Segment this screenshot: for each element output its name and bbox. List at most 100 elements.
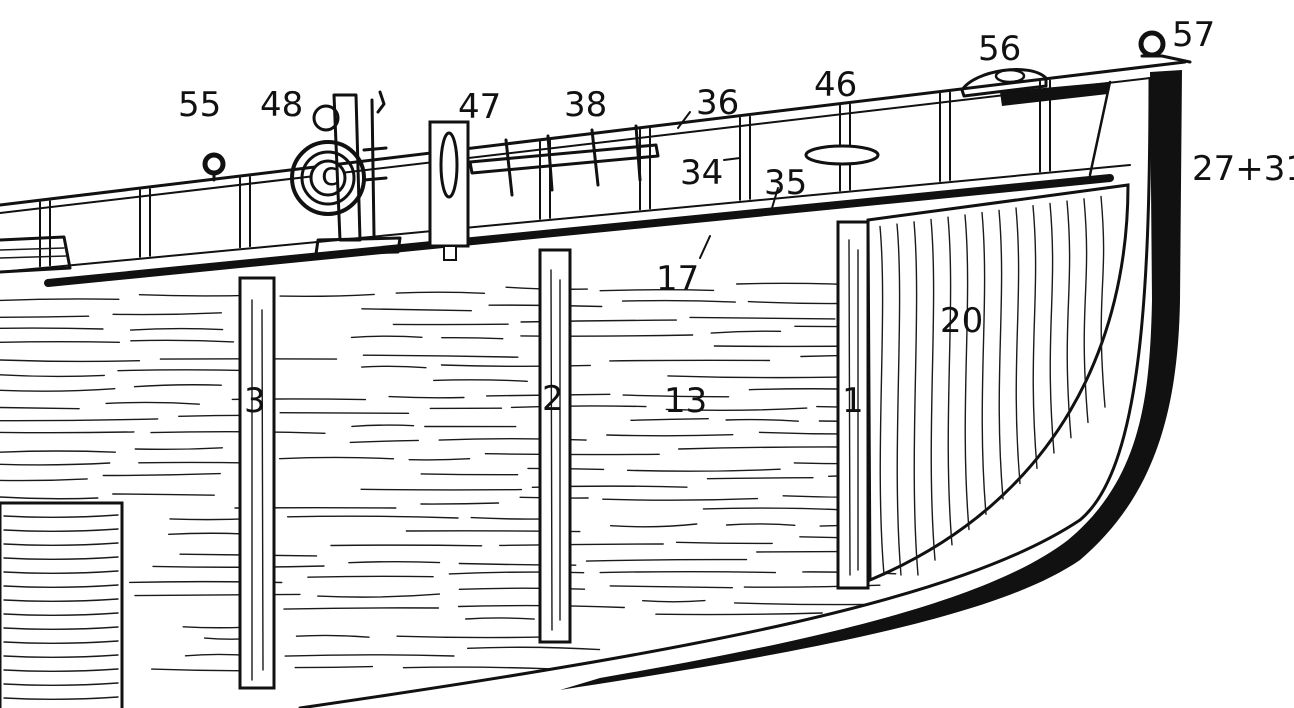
grain-line (279, 293, 375, 298)
grain-line (602, 497, 759, 501)
label-57: 57 (1172, 15, 1215, 55)
grain-line (0, 418, 159, 422)
grain-line (622, 394, 730, 398)
grain-line (630, 418, 709, 421)
grain-line (913, 221, 919, 576)
label-46: 46 (814, 65, 857, 105)
label-55: 55 (178, 85, 221, 125)
grain-line (3, 640, 119, 644)
grain-line (283, 607, 440, 610)
grain-line (947, 216, 953, 546)
grain-line (362, 354, 519, 358)
grain-line (133, 384, 222, 388)
grain-line (182, 626, 245, 629)
grain-line (317, 593, 441, 598)
grain-line (642, 599, 706, 603)
grain-line (3, 612, 119, 616)
grain-line (609, 585, 733, 589)
pin-rail-38 (468, 124, 660, 197)
label-47: 47 (458, 87, 501, 127)
grain-line (1015, 207, 1021, 485)
label-20: 20 (940, 301, 983, 341)
grain-line (420, 502, 500, 505)
grain-line (0, 450, 116, 453)
grain-line (1049, 202, 1055, 454)
grain-line (134, 447, 223, 451)
grain-line (964, 214, 970, 531)
grain-line (3, 542, 119, 546)
grain-line (747, 300, 842, 305)
grain-line (1032, 205, 1038, 469)
grain-line (621, 299, 736, 303)
grain-line (484, 453, 660, 456)
grain-line (606, 434, 734, 437)
grain-line (1100, 195, 1106, 408)
grain-line (470, 516, 547, 520)
label-38: 38 (564, 85, 607, 125)
grain-line (287, 515, 459, 519)
grain-line (102, 472, 221, 477)
grain-line (348, 560, 441, 564)
grain-line (361, 365, 427, 369)
hull-outline (298, 70, 1182, 708)
grain-line (129, 327, 224, 331)
grain-line (349, 439, 419, 444)
grain-line (998, 209, 1004, 500)
grain-line (467, 646, 601, 651)
grain-line (0, 406, 80, 410)
grain-line (1083, 198, 1089, 424)
grain-line (134, 593, 301, 597)
grain-line (896, 223, 902, 576)
fairlead-46 (804, 144, 880, 166)
windlass-48: c (290, 90, 402, 256)
grain-line (930, 218, 936, 561)
grain-line (3, 584, 119, 588)
bow-cap (1000, 82, 1110, 106)
hatch-panel (0, 501, 124, 708)
grain-line (609, 359, 771, 362)
grain-line (361, 308, 472, 312)
grain-line (710, 330, 782, 334)
grain-line (139, 188, 151, 258)
grain-line (307, 575, 434, 578)
grain-line (733, 602, 864, 606)
grain-line (599, 570, 777, 574)
grain-line (3, 682, 119, 686)
winch-hub-mark: c (321, 155, 339, 193)
grain-line (678, 446, 841, 450)
grain-line (0, 340, 120, 343)
label-35: 35 (764, 163, 807, 203)
label-34: 34 (680, 153, 723, 193)
label-27-31: 27+31 (1192, 149, 1294, 189)
grain-line (3, 556, 119, 560)
eye-bolt-55 (202, 152, 226, 182)
grain-line (396, 635, 542, 639)
callout-labels: 55 48 47 38 36 46 56 57 34 35 27+31 17 2… (178, 15, 1294, 421)
grain-line (39, 200, 51, 268)
grain-line (0, 298, 120, 302)
grain-line (112, 493, 215, 496)
grain-line (284, 654, 455, 657)
grain-line (1066, 200, 1072, 439)
grain-line (675, 541, 773, 545)
grain-line (667, 375, 843, 379)
grain-line (440, 364, 591, 368)
grain-line (0, 431, 135, 434)
grain-line (639, 127, 651, 211)
grain-line (105, 401, 200, 405)
frame-timber-3 (238, 276, 276, 690)
frame-timber-1 (836, 220, 870, 590)
grain-line (441, 336, 504, 340)
grain-line (330, 544, 483, 547)
grain-line (655, 612, 823, 616)
grain-line (239, 176, 251, 249)
grain-line (388, 395, 465, 399)
grain-line (279, 412, 410, 414)
grain-line (117, 369, 260, 372)
grain-line (0, 462, 111, 466)
rail-fitting-56 (960, 67, 1048, 98)
label-2: 2 (542, 379, 564, 419)
label-36: 36 (696, 83, 739, 123)
grain-line (350, 335, 423, 339)
grain-line (395, 291, 486, 294)
